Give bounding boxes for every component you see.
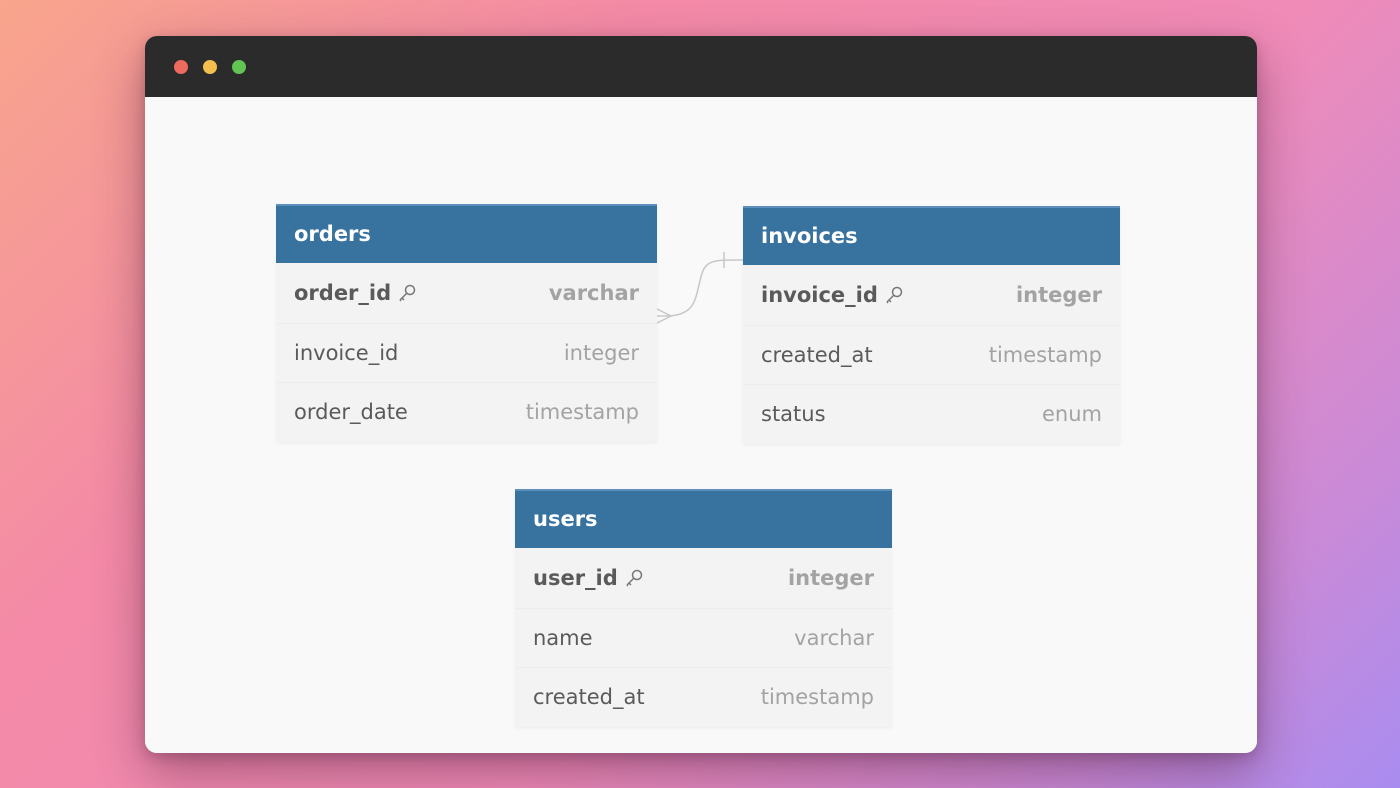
column-type: timestamp xyxy=(760,685,874,710)
many-end-marker xyxy=(656,308,673,324)
diagram-canvas[interactable]: orders order_id varchar invoice_id integ… xyxy=(145,97,1257,753)
title-bar xyxy=(145,36,1257,97)
close-button[interactable] xyxy=(174,60,188,74)
column-row[interactable]: created_at timestamp xyxy=(515,667,892,727)
key-icon xyxy=(399,284,416,302)
column-row[interactable]: order_date timestamp xyxy=(276,382,657,442)
column-name: invoice_id xyxy=(761,282,878,307)
column-type: integer xyxy=(563,340,639,365)
table-header[interactable]: users xyxy=(515,489,892,548)
column-name: created_at xyxy=(761,342,873,367)
column-name: invoice_id xyxy=(294,340,399,365)
column-row[interactable]: status enum xyxy=(743,384,1120,444)
column-name: created_at xyxy=(533,685,645,710)
column-type: varchar xyxy=(794,625,874,650)
column-name: name xyxy=(533,625,593,650)
column-name: order_date xyxy=(294,400,408,425)
column-type: enum xyxy=(1042,402,1102,427)
table-orders[interactable]: orders order_id varchar invoice_id integ… xyxy=(276,204,657,442)
column-row[interactable]: invoice_id integer xyxy=(276,322,657,383)
table-invoices[interactable]: invoices invoice_id integer created_at t… xyxy=(743,206,1120,444)
table-title: users xyxy=(533,507,598,531)
column-row[interactable]: created_at timestamp xyxy=(743,324,1120,385)
table-users[interactable]: users user_id integer name varchar creat… xyxy=(515,489,892,727)
column-name: order_id xyxy=(294,280,392,305)
column-row[interactable]: name varchar xyxy=(515,607,892,668)
column-row[interactable]: user_id integer xyxy=(515,548,892,608)
column-name: user_id xyxy=(533,565,618,590)
column-type: varchar xyxy=(548,280,639,305)
app-window: orders order_id varchar invoice_id integ… xyxy=(145,36,1257,753)
key-icon xyxy=(886,286,903,304)
minimize-button[interactable] xyxy=(203,60,217,74)
column-row[interactable]: invoice_id integer xyxy=(743,265,1120,325)
zoom-button[interactable] xyxy=(232,60,246,74)
column-row[interactable]: order_id varchar xyxy=(276,263,657,323)
table-title: orders xyxy=(294,222,371,246)
table-header[interactable]: invoices xyxy=(743,206,1120,265)
column-type: integer xyxy=(1015,282,1102,307)
table-header[interactable]: orders xyxy=(276,204,657,263)
column-name: status xyxy=(761,402,826,427)
column-type: timestamp xyxy=(988,342,1102,367)
column-type: integer xyxy=(787,565,874,590)
relationship-line xyxy=(657,259,744,317)
table-title: invoices xyxy=(761,224,858,248)
key-icon xyxy=(626,569,643,587)
column-type: timestamp xyxy=(525,400,639,425)
